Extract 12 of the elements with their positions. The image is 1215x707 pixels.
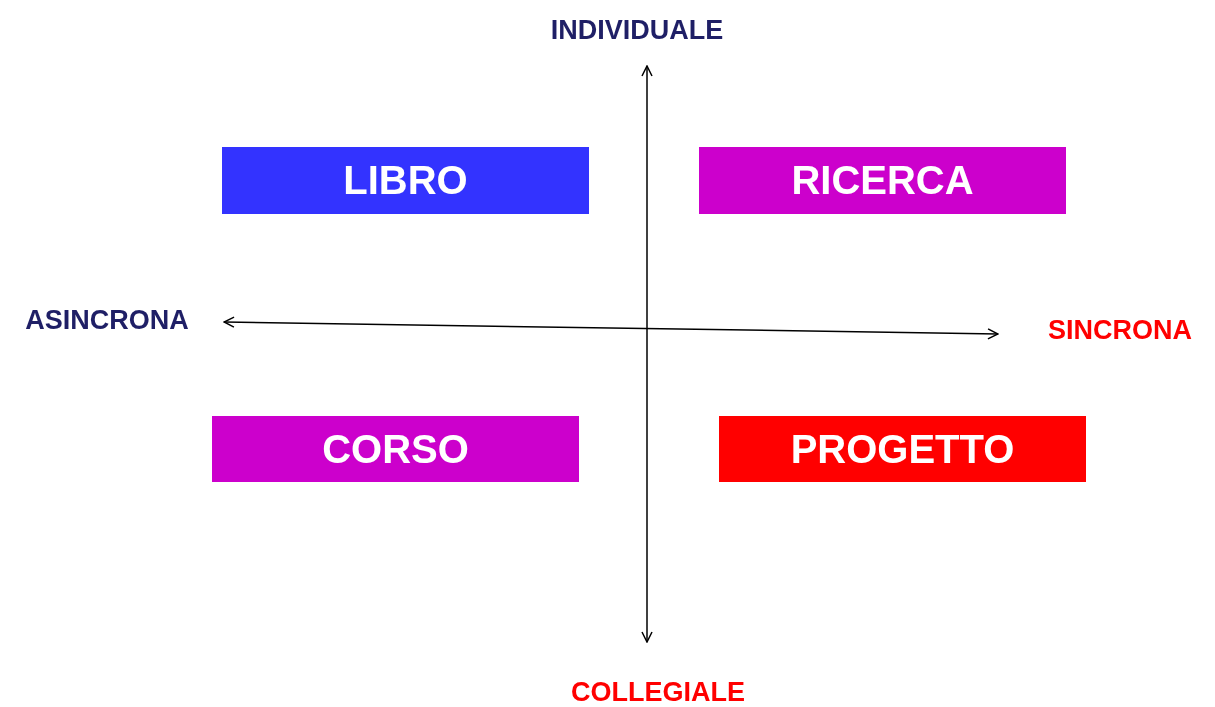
axis-label: SINCRONA (1048, 314, 1192, 346)
category-box (212, 416, 579, 482)
axis-label: COLLEGIALE (571, 676, 745, 707)
box-label: LIBRO (343, 158, 468, 203)
box-label: CORSO (322, 426, 469, 472)
category-box (222, 147, 589, 214)
box-label: PROGETTO (790, 426, 1015, 472)
category-box (699, 147, 1066, 214)
box-label: RICERCA (791, 158, 974, 203)
axis-label: INDIVIDUALE (550, 14, 724, 46)
category-box (719, 416, 1086, 482)
axis-label: ASINCRONA (25, 304, 189, 336)
